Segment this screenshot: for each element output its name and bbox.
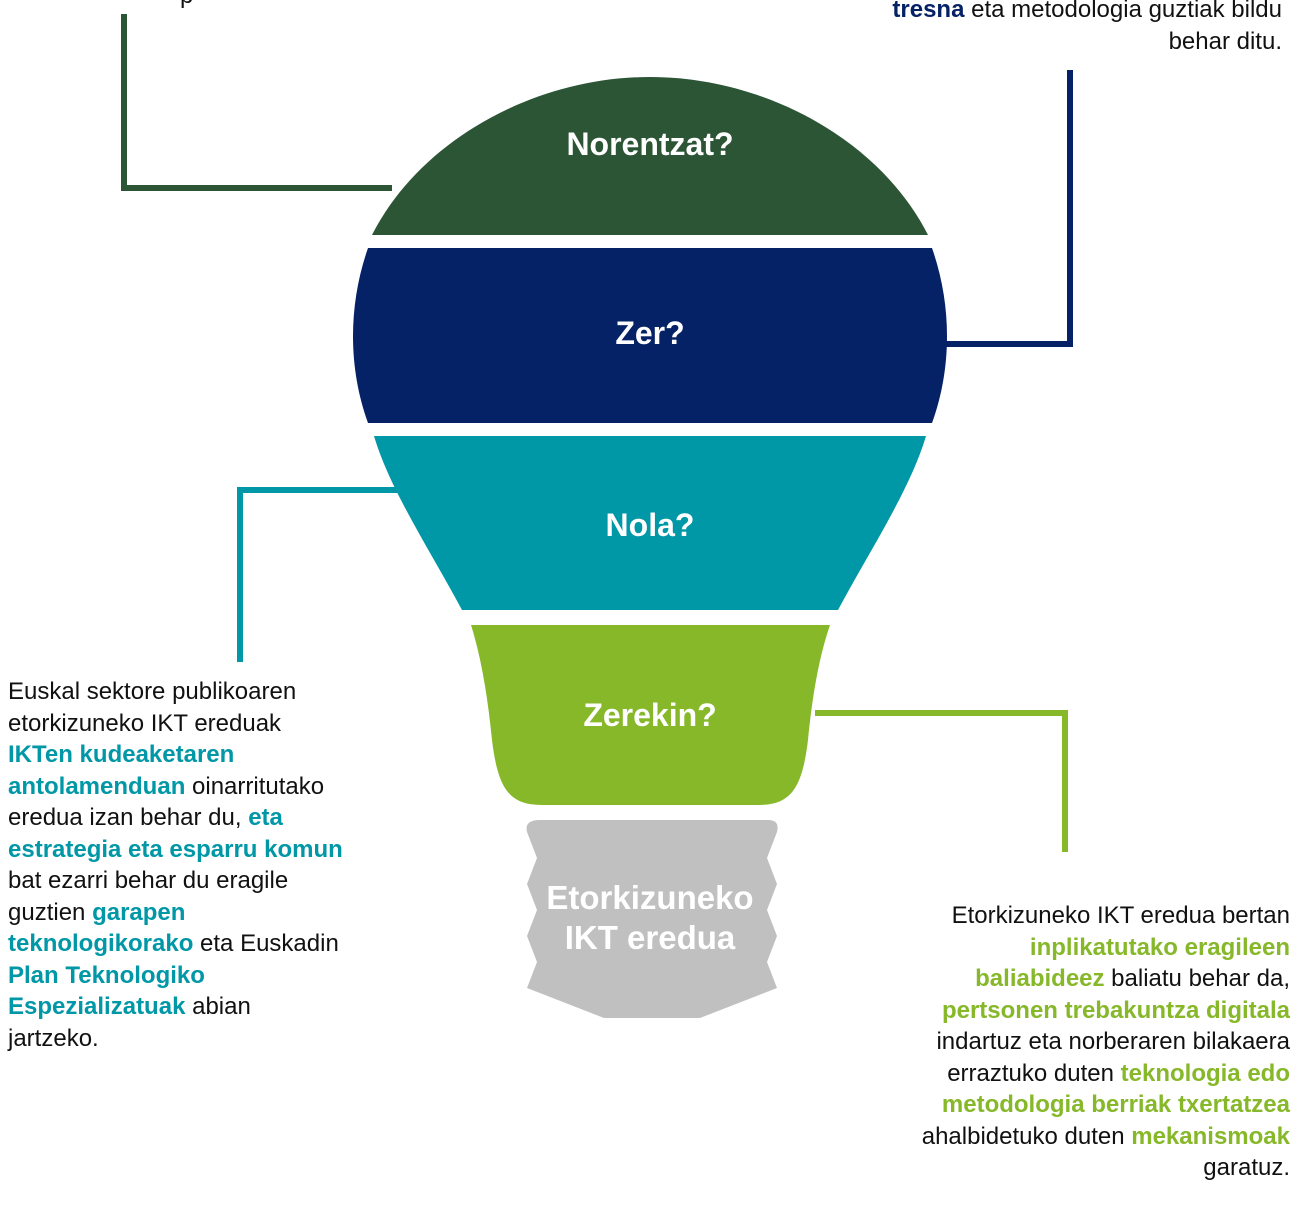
segment-label-zerekin: Zerekin?	[583, 697, 717, 733]
tresna-highlight: tresna	[892, 0, 965, 23]
left-highlight: Plan Teknologiko	[8, 961, 205, 989]
right-line: indartuz eta norberaren bilakaera	[936, 1028, 1290, 1055]
connector-zer	[940, 70, 1073, 347]
right-line: erraztuko duten	[947, 1059, 1121, 1087]
base-label: Etorkizuneko IKT eredua	[480, 878, 820, 958]
left-line: Euskal sektore publikoaren	[8, 678, 297, 705]
right-highlight: baliabideez	[975, 965, 1105, 992]
top-right-line1: eta metodologia guztiak bildu	[964, 0, 1282, 23]
bulb-segment-nola	[374, 436, 926, 610]
base-label-line2: IKT eredua	[564, 919, 736, 956]
left-highlight: IKTen kudeaketaren	[8, 741, 235, 768]
top-right-text: tresna eta metodologia guztiak bildu beh…	[892, 0, 1282, 57]
connector-nola	[237, 487, 398, 662]
left-line: bat ezarri behar du eragile	[8, 867, 289, 894]
right-line: ahalbidetuko duten	[921, 1122, 1132, 1150]
right-highlight: mekanismoak	[1131, 1122, 1290, 1150]
bulb-base	[526, 820, 778, 1018]
nola-description: Euskal sektore publikoaren etorkizuneko …	[8, 676, 343, 1054]
right-highlight: teknologia edo	[1120, 1059, 1290, 1087]
left-line: abian	[185, 993, 251, 1020]
left-line: oinarritutako	[185, 772, 325, 800]
left-highlight: antolamenduan	[8, 772, 186, 800]
right-line: Etorkizuneko IKT eredua bertan	[951, 902, 1290, 929]
right-highlight: pertsonen trebakuntza digitala	[941, 996, 1290, 1024]
top-left-fragment: p	[180, 0, 193, 9]
base-label-line1: Etorkizuneko	[546, 879, 754, 916]
top-left-text: p	[180, 0, 193, 12]
zerekin-description: Etorkizuneko IKT eredua bertan inplikatu…	[922, 900, 1290, 1184]
left-line: guztien	[8, 898, 93, 926]
connector-zerekin	[815, 710, 1068, 852]
right-highlight: inplikatutako eragileen	[1029, 933, 1290, 961]
left-line: eta Euskadin	[193, 930, 339, 957]
left-highlight: teknologikorako	[8, 930, 194, 957]
left-highlight: estrategia eta esparru komun	[8, 835, 343, 863]
bulb-segment-norentzat	[372, 77, 928, 235]
left-line: etorkizuneko IKT ereduak	[8, 709, 282, 737]
connector-norentzat	[121, 14, 392, 191]
left-line: jartzeko.	[8, 1024, 99, 1052]
left-highlight: Espezializatuak	[8, 993, 186, 1020]
left-highlight: eta	[248, 804, 283, 831]
segment-label-zer: Zer?	[615, 315, 685, 351]
bulb-segment-zerekin	[471, 625, 830, 805]
top-right-line2: behar ditu.	[1168, 27, 1282, 55]
left-highlight: garapen	[92, 898, 186, 926]
right-line: garatuz.	[1203, 1154, 1290, 1181]
left-line: eredua izan behar du,	[8, 804, 249, 831]
segment-label-norentzat: Norentzat?	[566, 126, 734, 162]
bulb-segment-zer	[353, 248, 947, 423]
right-highlight: metodologia berriak txertatzea	[941, 1091, 1290, 1118]
right-line: baliatu behar da,	[1104, 965, 1290, 992]
segment-label-nola: Nola?	[605, 507, 695, 543]
